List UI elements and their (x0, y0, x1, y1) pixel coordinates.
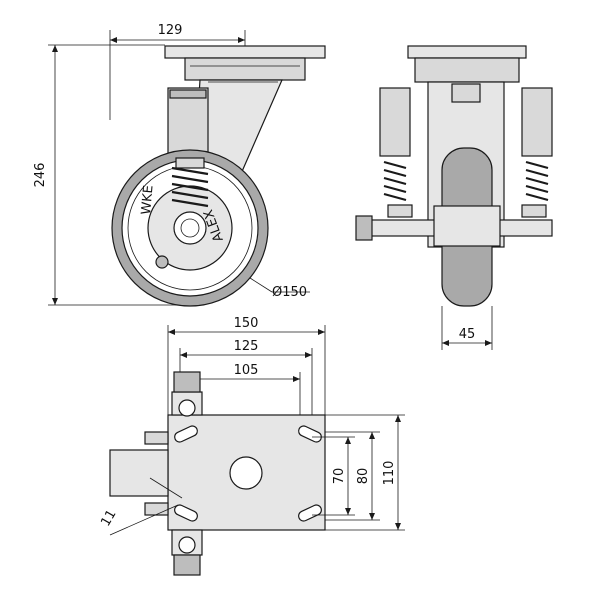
dimension-overall-height: 246 (33, 44, 190, 306)
dimension-label-11: 11 (98, 507, 119, 529)
side-view: 129 246 (33, 23, 326, 307)
front-spring-left (383, 160, 407, 202)
front-plate-body (414, 57, 520, 83)
dimension-outer-hole-spacing: 80 (325, 431, 380, 521)
dimension-plate-width: 110 (325, 414, 405, 531)
dimension-label-80: 80 (356, 468, 371, 485)
dimension-outer-hole-span: 125 (179, 339, 313, 425)
front-top-plate (407, 45, 527, 59)
dimension-plate-length: 150 (167, 316, 326, 420)
side-wheel: ALEX WKE (111, 149, 269, 307)
dimension-label-129: 129 (158, 23, 183, 38)
top-plate (164, 45, 326, 81)
dimension-plate-offset: 129 (109, 23, 246, 120)
front-spring-right (525, 160, 549, 202)
dimension-label-d150: Ø150 (272, 285, 307, 300)
mounting-slots (174, 425, 322, 522)
top-view: 150 125 105 (98, 316, 405, 576)
dimension-wheel-diameter: Ø150 (249, 277, 310, 300)
top-fork-body (109, 449, 169, 497)
front-view: 45 (355, 45, 553, 350)
tire-marking: WKE (139, 185, 157, 216)
dimension-label-125: 125 (234, 339, 259, 354)
dimension-label-45: 45 (459, 327, 476, 342)
shock-cylinder (167, 87, 209, 161)
side-spring (171, 157, 209, 208)
dimension-inner-hole-spacing: 70 (312, 436, 355, 516)
dimension-hole-size: 11 (98, 477, 183, 536)
dimension-label-150: 150 (234, 316, 259, 331)
dimension-label-110: 110 (382, 461, 397, 486)
front-cylinder-left (379, 87, 411, 157)
dimension-label-70: 70 (332, 468, 347, 485)
dimension-wheel-width: 45 (441, 306, 493, 350)
front-cylinder-right (521, 87, 553, 157)
center-hole (229, 456, 263, 490)
dimension-label-105: 105 (234, 363, 259, 378)
dimension-label-246: 246 (33, 163, 48, 188)
